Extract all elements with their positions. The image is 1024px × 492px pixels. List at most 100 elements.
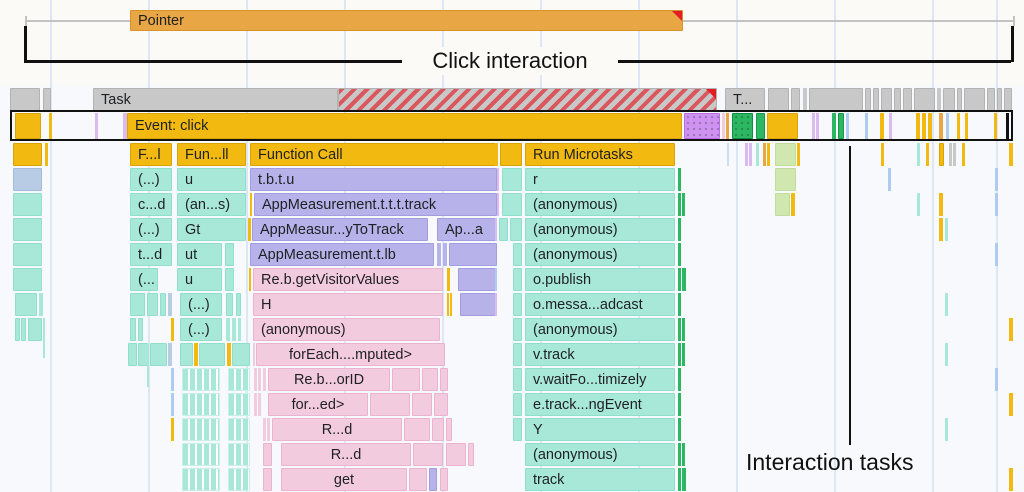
flame-segment[interactable] <box>513 243 522 266</box>
flame-segment[interactable] <box>949 143 952 166</box>
flame-segment[interactable] <box>447 293 449 316</box>
flame-segment[interactable] <box>440 468 448 491</box>
flame-segment[interactable] <box>945 218 948 241</box>
flame-bar-get[interactable]: get <box>281 468 407 491</box>
flame-segment[interactable] <box>763 143 766 166</box>
flame-segment[interactable] <box>45 143 48 166</box>
flame-segment[interactable] <box>809 88 863 112</box>
flame-segment[interactable] <box>513 393 522 416</box>
flame-segment[interactable] <box>997 88 1002 112</box>
flame-segment[interactable] <box>499 218 508 241</box>
flame-segment[interactable] <box>43 88 51 112</box>
flame-segment[interactable] <box>263 468 272 491</box>
flame-segment[interactable] <box>228 443 250 466</box>
flame-bar-anonymous[interactable]: (anonymous) <box>525 193 675 216</box>
flame-segment[interactable] <box>150 343 167 366</box>
flame-segment[interactable] <box>413 443 443 466</box>
flame-segment[interactable] <box>267 418 270 441</box>
flame-segment[interactable] <box>13 243 42 266</box>
flame-segment[interactable] <box>392 368 420 391</box>
flame-segment[interactable] <box>1004 88 1012 112</box>
flame-segment[interactable] <box>846 113 849 139</box>
flame-segment[interactable] <box>682 343 685 366</box>
flame-segment[interactable] <box>13 193 42 216</box>
flame-bar-o-publish[interactable]: o.publish <box>525 268 675 291</box>
flame-bar-r-d[interactable]: R...d <box>281 443 411 466</box>
flame-segment[interactable] <box>263 418 266 441</box>
flame-segment[interactable] <box>258 368 261 391</box>
flame-segment[interactable] <box>803 88 807 112</box>
flame-segment[interactable] <box>28 318 42 341</box>
flame-segment[interactable] <box>500 143 522 166</box>
flame-bar-function-call[interactable]: Function Call <box>250 143 497 166</box>
flame-bar-for-ed[interactable]: for...ed> <box>268 393 368 416</box>
flame-segment[interactable] <box>513 368 522 391</box>
flame-bar-re-b-getvisitorvalues[interactable]: Re.b.getVisitorValues <box>253 268 443 291</box>
flame-segment[interactable] <box>238 318 241 341</box>
flame-segment[interactable] <box>228 418 250 441</box>
flame-segment[interactable] <box>1009 318 1013 341</box>
flame-segment[interactable] <box>727 143 729 166</box>
flame-segment[interactable] <box>678 368 681 391</box>
flame-bar-foreach-mputed[interactable]: forEach....mputed> <box>256 343 445 366</box>
flame-segment[interactable] <box>182 368 220 391</box>
flame-segment[interactable] <box>249 268 251 291</box>
pointer-interaction-bar[interactable]: Pointer <box>130 10 683 31</box>
flame-bar-t-d[interactable]: t...d <box>130 243 172 266</box>
flame-segment[interactable] <box>873 88 879 112</box>
flame-bar-c-d[interactable]: c...d <box>130 193 172 216</box>
flame-segment[interactable] <box>682 468 686 491</box>
flame-segment[interactable] <box>138 318 143 341</box>
flame-segment[interactable] <box>180 343 193 366</box>
flame-bar-segment[interactable]: (...) <box>180 318 222 341</box>
flame-segment[interactable] <box>429 468 437 491</box>
flame-segment[interactable] <box>13 143 42 166</box>
flame-bar-v-waitfo-timizely[interactable]: v.waitFo...timizely <box>525 368 675 391</box>
flame-segment[interactable] <box>123 113 127 139</box>
flame-segment[interactable] <box>39 293 43 316</box>
flame-segment[interactable] <box>15 113 41 139</box>
flame-segment[interactable] <box>130 318 136 341</box>
flame-segment[interactable] <box>1009 468 1013 491</box>
flame-segment[interactable] <box>732 113 753 139</box>
flame-segment[interactable] <box>678 318 681 341</box>
flame-segment[interactable] <box>199 343 225 366</box>
flame-segment[interactable] <box>253 343 255 366</box>
flame-segment[interactable] <box>922 113 926 139</box>
flame-segment[interactable] <box>832 113 836 139</box>
flame-bar-v-track[interactable]: v.track <box>525 343 675 366</box>
flame-bar-event-click[interactable]: Event: click <box>127 113 682 139</box>
flame-segment[interactable] <box>513 268 522 291</box>
flame-segment[interactable] <box>446 443 466 466</box>
flame-segment[interactable] <box>678 443 681 466</box>
flame-segment[interactable] <box>917 143 920 166</box>
flame-segment[interactable] <box>881 143 884 166</box>
flame-segment[interactable] <box>130 293 145 316</box>
flame-segment[interactable] <box>437 243 441 266</box>
flame-segment[interactable] <box>495 218 497 241</box>
flame-segment[interactable] <box>945 293 948 316</box>
flame-segment[interactable] <box>513 418 522 441</box>
flame-bar-o-messa-adcast[interactable]: o.messa...adcast <box>525 293 675 316</box>
flame-segment[interactable] <box>468 443 474 466</box>
flame-segment[interactable] <box>767 143 770 166</box>
flame-bar-ap-a[interactable]: Ap...a <box>437 218 497 241</box>
flame-segment[interactable] <box>171 418 174 441</box>
flame-segment[interactable] <box>250 193 252 216</box>
flame-segment[interactable] <box>749 143 752 166</box>
flame-segment[interactable] <box>916 113 920 139</box>
flame-segment[interactable] <box>497 168 499 191</box>
flame-segment[interactable] <box>678 268 681 291</box>
flame-segment[interactable] <box>502 168 522 191</box>
flame-segment[interactable] <box>182 418 220 441</box>
flame-segment[interactable] <box>43 318 45 358</box>
flame-segment[interactable] <box>791 193 795 216</box>
flame-segment[interactable] <box>943 88 955 112</box>
flame-segment[interactable] <box>513 318 522 341</box>
flame-segment[interactable] <box>945 343 948 366</box>
flame-segment[interactable] <box>15 318 20 341</box>
flame-bar-h[interactable]: H <box>253 293 443 316</box>
flame-bar-anonymous[interactable]: (anonymous) <box>525 218 675 241</box>
flame-segment[interactable] <box>443 243 447 266</box>
flame-bar-segment[interactable]: (... <box>130 268 158 291</box>
